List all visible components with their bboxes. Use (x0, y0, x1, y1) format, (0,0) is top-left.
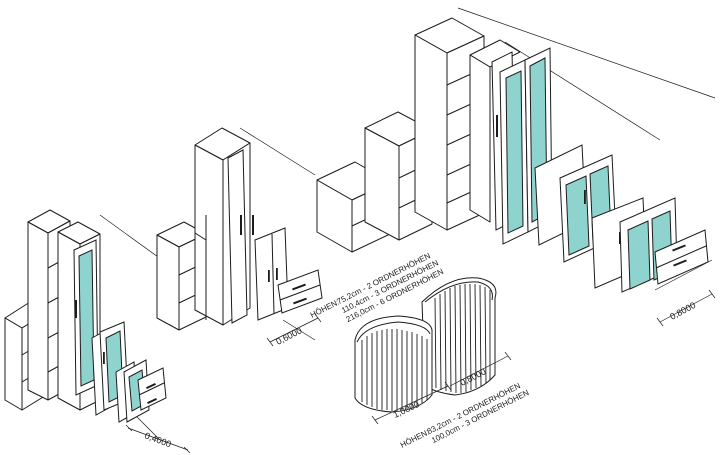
tambour-slats-low (361, 329, 428, 411)
drawer-unit-middle (277, 269, 323, 314)
dimension-right-label: 0,8000 (668, 300, 697, 322)
drawer-unit-right (654, 229, 709, 285)
tambour-cabinet-tall (421, 277, 497, 396)
tambour-cabinet-low (354, 315, 433, 413)
dimension-left: 0,4000 (125, 424, 191, 454)
tall-glass-cabinet-left (57, 221, 101, 411)
tall-cabinet-middle (194, 127, 254, 326)
dimension-middle-label: 0,6000 (274, 325, 303, 346)
dimension-right: 0,8000 (656, 289, 716, 327)
loose-doors-left (91, 321, 150, 423)
middle-cabinet-group: 0,6000 (156, 127, 323, 347)
loose-doors-right (534, 144, 678, 293)
drawer-unit-left (137, 367, 167, 411)
left-cabinet-group: 0,4000 (4, 209, 191, 454)
heights-lower-title: HÖHEN: (399, 428, 431, 450)
heights-lower-line2: 100,0cm - 3 ORDNERHÖHEN (430, 388, 531, 445)
tambour-cabinet-group: 1,0000 0,8000 HÖHEN: 75,2cm - 2 ORDNERHÖ… (309, 251, 531, 450)
dimension-left-label: 0,4000 (143, 430, 172, 449)
